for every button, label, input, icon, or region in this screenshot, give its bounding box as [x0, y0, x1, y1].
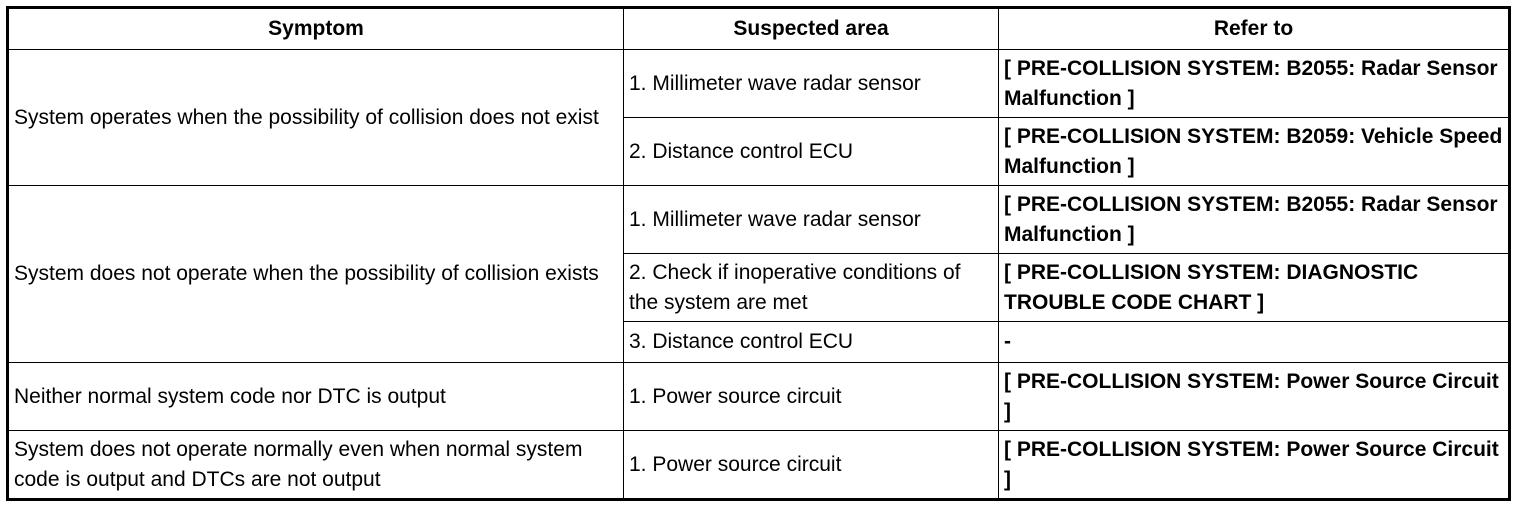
symptom-cell: Neither normal system code nor DTC is ou… — [7, 362, 624, 431]
refer-to-cell: - — [998, 321, 1510, 363]
suspected-area-cell: 3. Distance control ECU — [623, 321, 999, 363]
suspected-area-cell: 1. Power source circuit — [623, 430, 999, 500]
table-row: Neither normal system code nor DTC is ou… — [7, 362, 1510, 431]
refer-to-link[interactable]: [ PRE-COLLISION SYSTEM: Power Source Cir… — [998, 362, 1510, 431]
table-row: System operates when the possibility of … — [7, 49, 1510, 186]
table-row: System does not operate normally even wh… — [7, 430, 1510, 500]
suspected-area-cell: 1. Power source circuit — [623, 362, 999, 431]
refer-to-link[interactable]: [ PRE-COLLISION SYSTEM: DIAGNOSTIC TROUB… — [998, 253, 1510, 322]
table-row: System does not operate when the possibi… — [7, 185, 1510, 363]
symptom-table: Symptom Suspected area Refer to System o… — [6, 6, 1511, 501]
refer-to-link[interactable]: [ PRE-COLLISION SYSTEM: Power Source Cir… — [998, 430, 1510, 500]
symptom-cell: System operates when the possibility of … — [7, 49, 624, 186]
suspected-area-cell: 2. Check if inoperative conditions of th… — [623, 253, 999, 322]
header-suspected-area: Suspected area — [623, 7, 999, 50]
suspected-area-cell: 2. Distance control ECU — [623, 117, 999, 186]
table-row: 3. Distance control ECU - — [8, 321, 1510, 363]
suspected-area-cell: 1. Millimeter wave radar sensor — [623, 49, 999, 118]
refer-to-link[interactable]: [ PRE-COLLISION SYSTEM: B2055: Radar Sen… — [998, 49, 1510, 118]
symptom-cell: System does not operate normally even wh… — [7, 430, 624, 500]
table-row: 2. Distance control ECU [ PRE-COLLISION … — [8, 117, 1510, 186]
table-row: 2. Check if inoperative conditions of th… — [8, 253, 1510, 322]
suspected-area-cell: 1. Millimeter wave radar sensor — [623, 185, 999, 254]
refer-to-link[interactable]: [ PRE-COLLISION SYSTEM: B2059: Vehicle S… — [998, 117, 1510, 186]
refer-to-link[interactable]: [ PRE-COLLISION SYSTEM: B2055: Radar Sen… — [998, 185, 1510, 254]
header-refer-to: Refer to — [998, 7, 1510, 50]
symptom-cell: System does not operate when the possibi… — [7, 185, 624, 363]
header-symptom: Symptom — [7, 7, 624, 50]
header-row: Symptom Suspected area Refer to — [7, 7, 1510, 50]
